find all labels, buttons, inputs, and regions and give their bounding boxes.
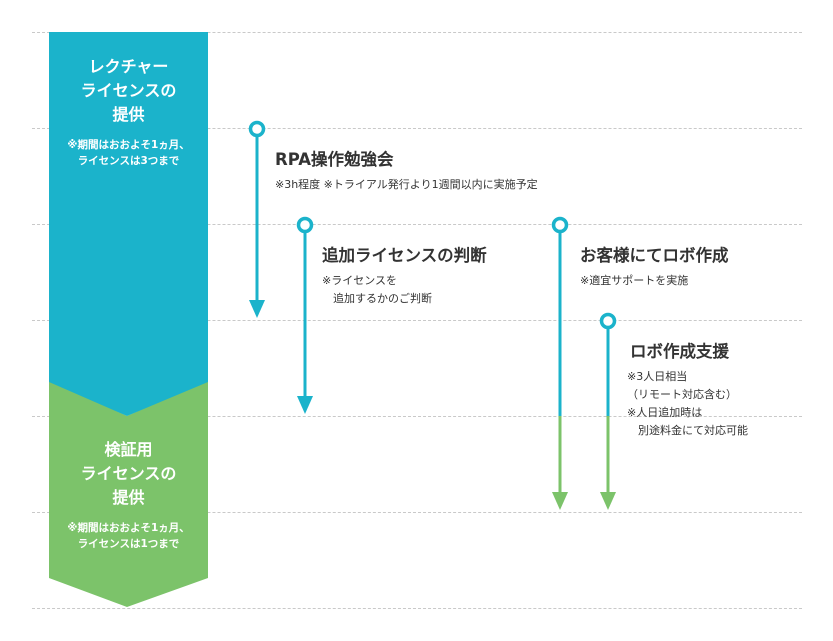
license-decision-arrowhead — [297, 396, 313, 414]
license-decision-arrow — [296, 216, 314, 414]
lecture-phase-title: レクチャー ライセンスの 提供 — [80, 57, 177, 124]
verification-phase-title: 検証用 ライセンスの 提供 — [80, 440, 177, 507]
grid-line — [32, 416, 802, 417]
license-decision-title: 追加ライセンスの判断 — [322, 246, 487, 265]
verification-phase: 検証用 ライセンスの 提供 ※期間はおおよそ1ヵ月、 ライセンスは1つまで — [49, 438, 208, 552]
grid-line — [32, 32, 802, 33]
customer-robot-arrowhead — [552, 492, 568, 510]
robot-support-start-marker — [599, 312, 617, 330]
license-decision-start-marker — [296, 216, 314, 234]
lecture-phase-chevron — [49, 32, 208, 416]
rpa-study-arrow — [248, 120, 266, 318]
grid-line — [32, 512, 802, 513]
grid-line — [32, 608, 802, 609]
robot-support-note: ※3人日相当 （リモート対応含む） ※人日追加時は 別途料金にて対応可能 — [627, 370, 748, 437]
grid-line — [32, 224, 802, 225]
customer-robot-title: お客様にてロボ作成 — [580, 246, 729, 265]
customer-robot-note: ※適宜サポートを実施 — [580, 274, 689, 287]
rpa-study-arrowhead — [249, 300, 265, 318]
customer-robot-arrow — [551, 216, 569, 510]
robot-support-arrow — [599, 312, 617, 510]
grid-line — [32, 128, 802, 129]
rpa-study-title: RPA操作勉強会 — [275, 150, 394, 169]
rpa-study-note: ※3h程度 ※トライアル発行より1週間以内に実施予定 — [275, 178, 538, 191]
robot-support-title: ロボ作成支援 — [630, 342, 729, 361]
rpa-study-start-marker — [248, 120, 266, 138]
lecture-phase-note: ※期間はおおよそ1ヵ月、 ライセンスは3つまで — [67, 139, 190, 167]
robot-support-arrowhead — [600, 492, 616, 510]
verification-phase-note: ※期間はおおよそ1ヵ月、 ライセンスは1つまで — [67, 522, 190, 550]
verification-phase-chevron — [49, 380, 208, 607]
customer-robot-start-marker — [551, 216, 569, 234]
license-decision-note: ※ライセンスを 追加するかのご判断 — [322, 274, 432, 305]
grid-line — [32, 320, 802, 321]
lecture-phase: レクチャー ライセンスの 提供 ※期間はおおよそ1ヵ月、 ライセンスは3つまで — [49, 55, 208, 169]
